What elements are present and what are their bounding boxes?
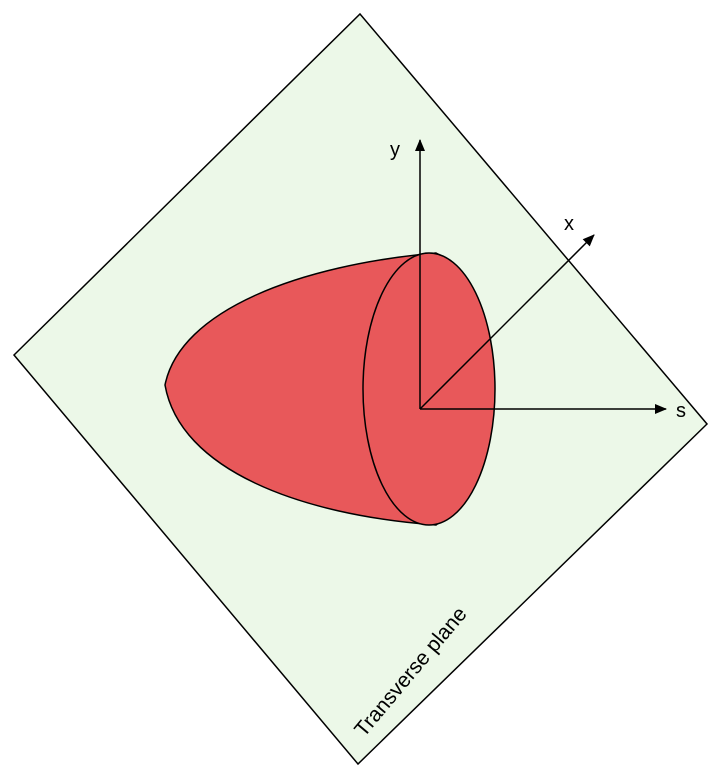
y-axis-label: y — [390, 139, 400, 161]
s-axis-label: s — [676, 400, 686, 422]
bunch-cross-section — [362, 252, 496, 526]
x-axis — [419, 234, 595, 410]
x-axis-label: x — [564, 213, 574, 235]
